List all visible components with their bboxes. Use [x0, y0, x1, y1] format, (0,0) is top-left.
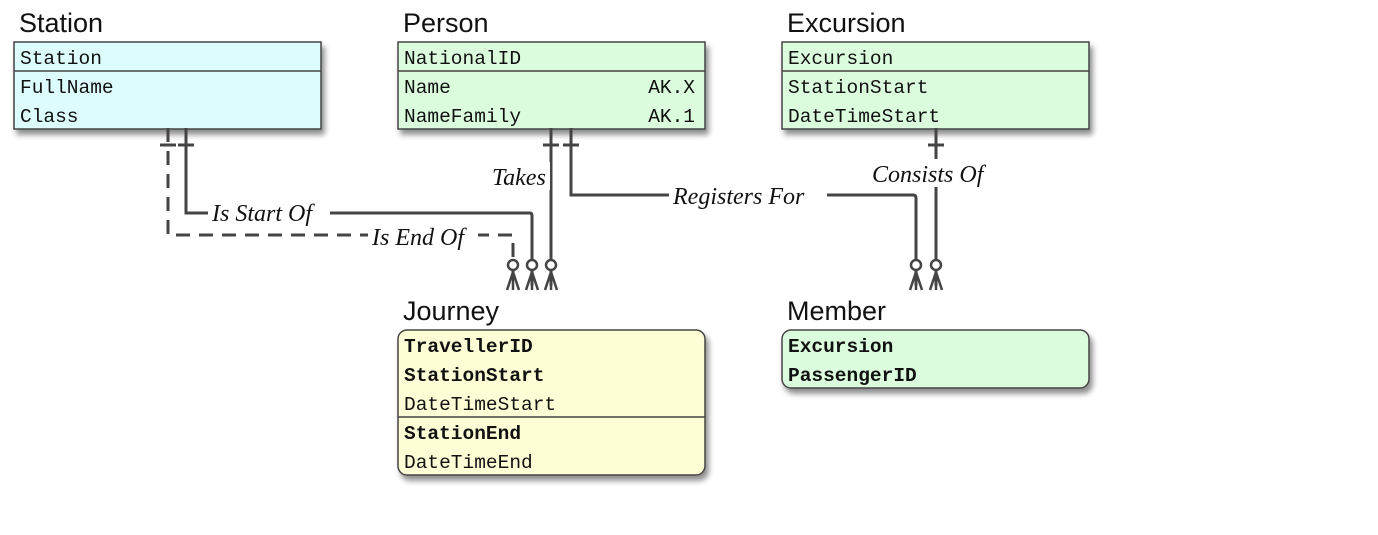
journey-entity-title: Journey: [403, 296, 500, 326]
excursion-entity-box: [781, 41, 1090, 130]
is-end-of-line: [166, 128, 515, 286]
person-entity-title: Person: [403, 8, 489, 38]
station-attribute: FullName: [20, 77, 114, 99]
person-attribute: NationalID: [404, 48, 521, 70]
excursion-attribute: DateTimeStart: [788, 106, 940, 128]
excursion-attribute: Excursion: [788, 48, 893, 70]
journey-attribute: StationStart: [404, 365, 544, 387]
station-attribute: Class: [20, 106, 79, 128]
excursion-entity-title: Excursion: [787, 8, 906, 38]
station-attribute: Station: [20, 48, 102, 70]
journey-attribute: DateTimeStart: [404, 394, 556, 416]
journey-attribute: StationEnd: [404, 423, 521, 445]
person-attribute-note: AK.X: [648, 77, 695, 99]
is-start-of-line: [184, 128, 534, 286]
cardinality-many-member-registers: [908, 258, 924, 291]
registers-for-label: Registers For: [672, 184, 805, 210]
registers-for-line: [569, 128, 918, 286]
member-attribute: PassengerID: [788, 365, 917, 387]
cardinality-many-journey-start: [524, 258, 540, 291]
person-attribute: Name: [404, 77, 451, 99]
member-attribute: Excursion: [788, 336, 893, 358]
member-entity-box: [781, 329, 1090, 389]
cardinality-many-journey-takes: [543, 258, 559, 291]
member-entity-title: Member: [787, 296, 886, 326]
is-end-of-label: Is End Of: [371, 225, 467, 251]
journey-attribute: TravellerID: [404, 336, 533, 358]
takes-label: Takes: [492, 165, 546, 191]
station-entity-title: Station: [19, 8, 103, 38]
cardinality-many-member-consists: [928, 258, 944, 291]
person-entity-box: [397, 41, 706, 130]
person-attribute: NameFamily: [404, 106, 521, 128]
cardinality-many-journey-end: [505, 258, 521, 291]
journey-attribute: DateTimeEnd: [404, 452, 533, 474]
excursion-entity: ExcursionExcursionStationStartDateTimeSt…: [781, 8, 1090, 130]
station-entity-box: [13, 41, 322, 130]
person-attribute-note: AK.1: [648, 106, 695, 128]
consists-of-label: Consists Of: [872, 162, 987, 188]
journey-entity-box: [397, 329, 706, 476]
excursion-attribute: StationStart: [788, 77, 928, 99]
is-start-of-label: Is Start Of: [211, 201, 315, 227]
